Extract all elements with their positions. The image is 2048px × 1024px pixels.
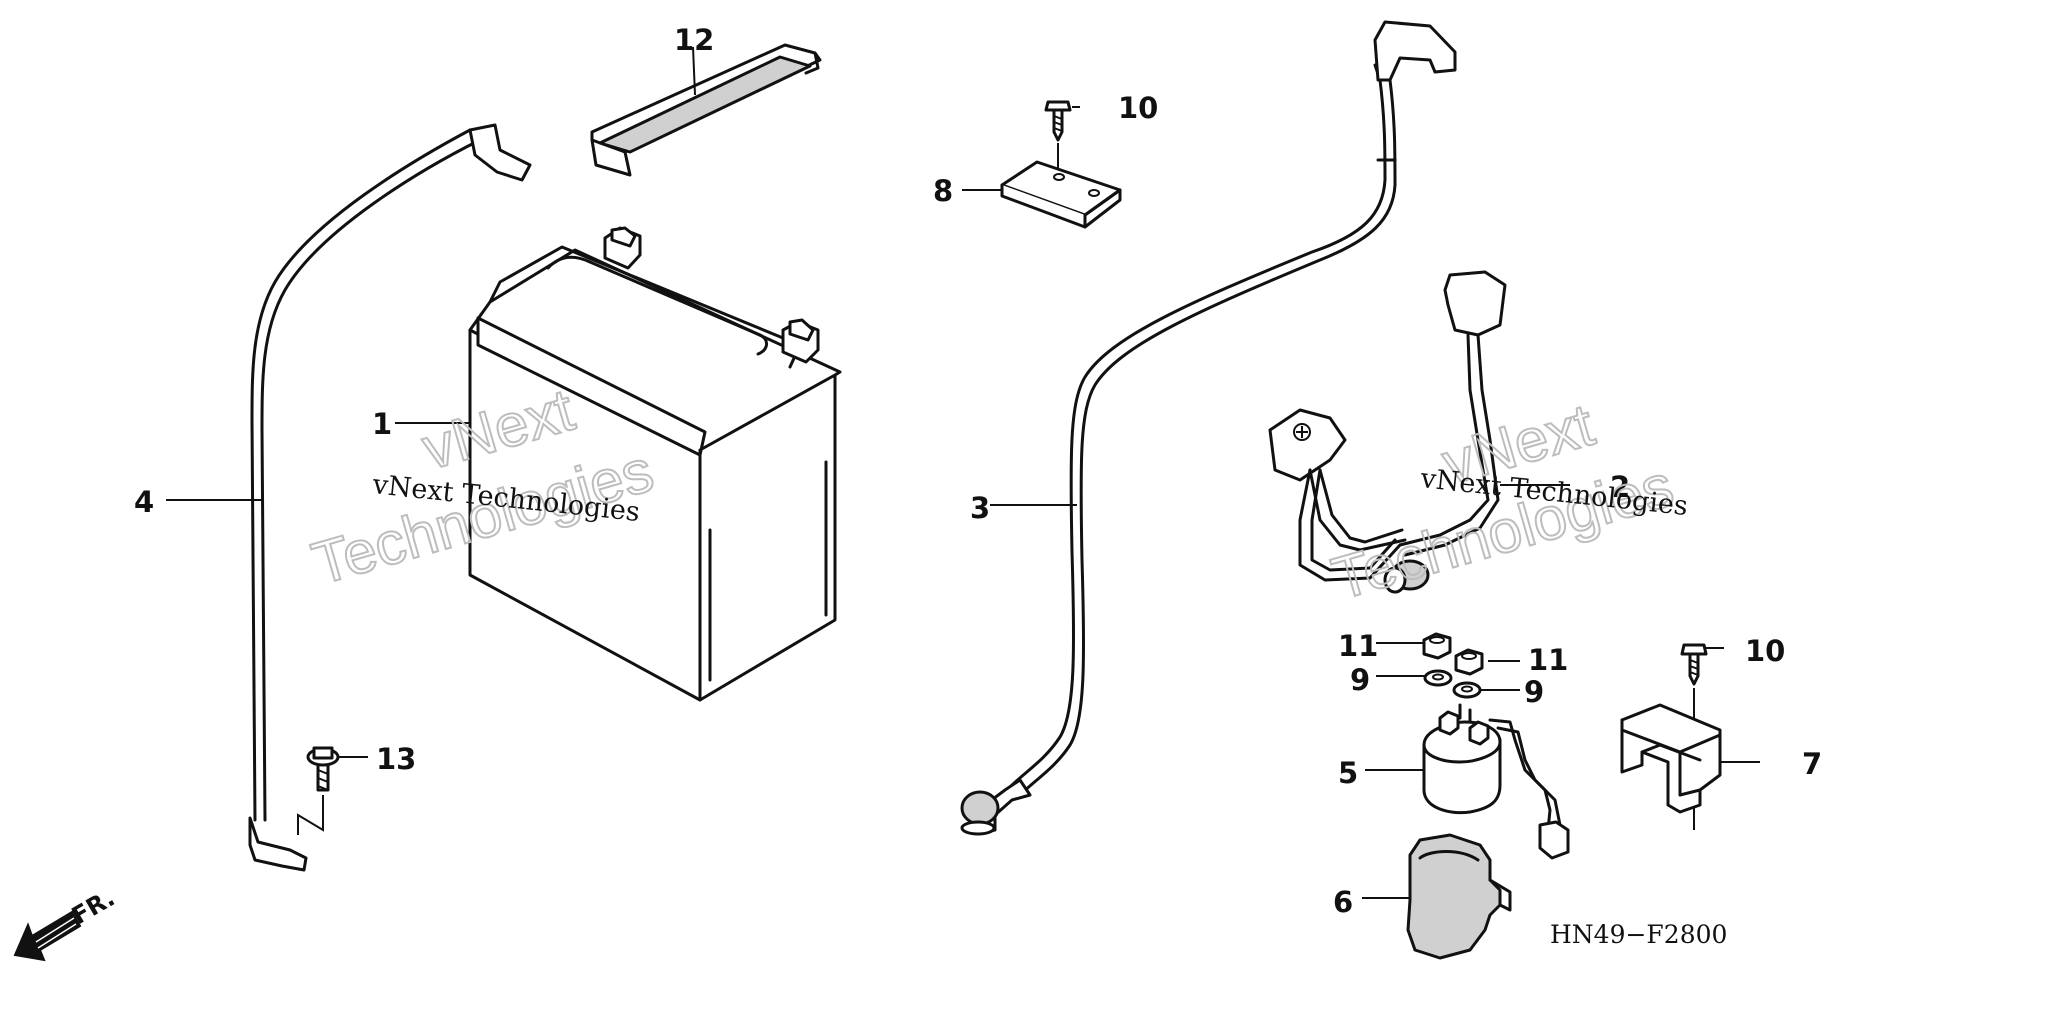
callout-10-upper: 10 (1118, 91, 1158, 125)
nut-part-11-left[interactable] (1422, 632, 1452, 660)
callout-11-left: 11 (1338, 629, 1378, 663)
callout-9-left: 9 (1350, 663, 1370, 697)
leader-lines (166, 46, 1760, 899)
callout-5: 5 (1338, 756, 1358, 790)
front-arrow-icon (13, 910, 82, 962)
battery-part-1[interactable] (468, 226, 842, 702)
callout-13: 13 (376, 742, 416, 776)
callout-3: 3 (970, 491, 990, 525)
callout-7: 7 (1802, 747, 1822, 781)
bracket-part-8[interactable] (1000, 160, 1122, 229)
bolt-part-13[interactable] (297, 746, 340, 835)
battery-band-part-12[interactable] (590, 43, 822, 177)
drawing-code: HN49−F2800 (1550, 920, 1727, 949)
callout-11-right: 11 (1528, 643, 1568, 677)
washer-part-9-left[interactable] (1423, 669, 1453, 687)
callout-12: 12 (674, 23, 714, 57)
callout-1: 1 (372, 407, 392, 441)
wire-harness-part-2[interactable] (1268, 270, 1507, 594)
watermark-right: vNext Technologies vNext Technologies (1324, 390, 1689, 614)
callout-10-lower: 10 (1745, 634, 1785, 668)
front-direction-indicator: FR. (13, 884, 119, 962)
positive-cable-part-3[interactable] (960, 20, 1457, 836)
screw-part-10-upper[interactable] (1044, 100, 1072, 168)
callout-6: 6 (1333, 885, 1353, 919)
negative-cable-part-4[interactable] (248, 123, 532, 872)
holder-part-7[interactable] (1620, 703, 1722, 814)
relay-cover-part-6[interactable] (1406, 833, 1512, 960)
starter-relay-part-5[interactable] (1422, 703, 1570, 860)
callout-8: 8 (933, 174, 953, 208)
nut-part-11-right[interactable] (1454, 648, 1484, 676)
callout-4: 4 (134, 485, 154, 519)
washer-part-9-right[interactable] (1452, 681, 1482, 699)
callout-9-right: 9 (1524, 675, 1544, 709)
callout-2: 2 (1610, 470, 1630, 504)
